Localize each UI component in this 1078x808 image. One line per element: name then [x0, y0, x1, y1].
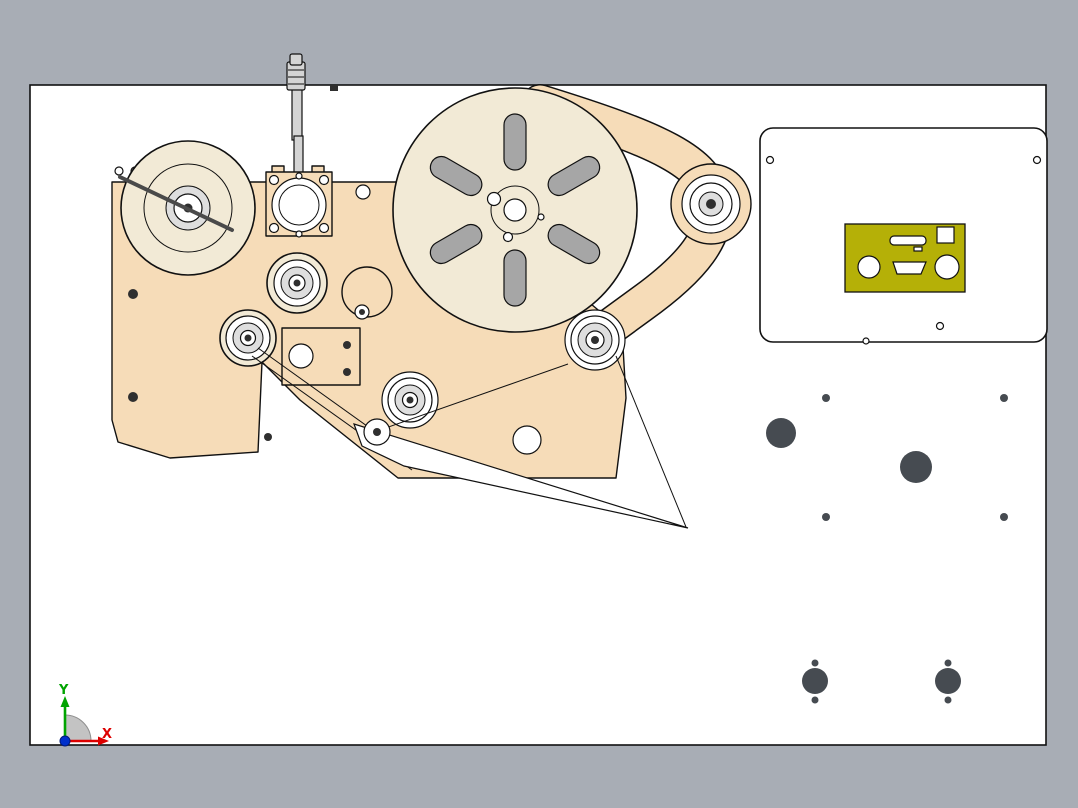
gauge-plate: [844, 223, 966, 293]
panel-hole: [862, 337, 870, 345]
cam-disc: [341, 266, 393, 320]
lower-bracket-plate: [281, 327, 361, 386]
axis-z-origin: [59, 735, 71, 747]
gauge-cutout-trapezoid: [892, 261, 927, 275]
mounting-holes: [766, 394, 1008, 704]
label-reel: [392, 87, 638, 333]
handle-rod: [118, 175, 234, 232]
bolt-group: [802, 659, 828, 704]
adjustment-knob: [286, 53, 306, 177]
axis-y-label: Y: [58, 683, 69, 698]
axis-x-arrowhead: [98, 736, 109, 746]
gauge-cutout-notch: [913, 246, 923, 252]
tension-disc: [118, 140, 256, 276]
axis-x-label: X: [102, 727, 112, 742]
roller-left: [219, 309, 277, 367]
shaft-bracket: [265, 165, 333, 238]
roller-right: [564, 309, 626, 371]
panel-hole: [1032, 155, 1042, 165]
peel-blade: [353, 423, 689, 529]
machine-assembly: [111, 53, 752, 529]
reel-slots: [429, 113, 601, 307]
gauge-cutout-square: [936, 226, 955, 244]
gauge-cutout-circle: [934, 254, 960, 280]
axis-y-arrowhead: [60, 696, 70, 707]
panel-hole: [765, 155, 775, 165]
gauge-cutout-circle: [857, 255, 881, 279]
edge-clip: [330, 85, 338, 91]
roller-upper: [266, 252, 328, 314]
triad-quadrant: [64, 714, 92, 742]
idler-roller: [670, 163, 752, 245]
guide-roller: [363, 418, 391, 446]
roller-lower: [381, 371, 439, 429]
side-panel: [759, 127, 1048, 345]
panel-hole: [935, 321, 945, 331]
gauge-cutout-slot: [889, 235, 927, 246]
bolt-group: [935, 659, 961, 704]
axis-triad: Y X: [58, 683, 112, 747]
